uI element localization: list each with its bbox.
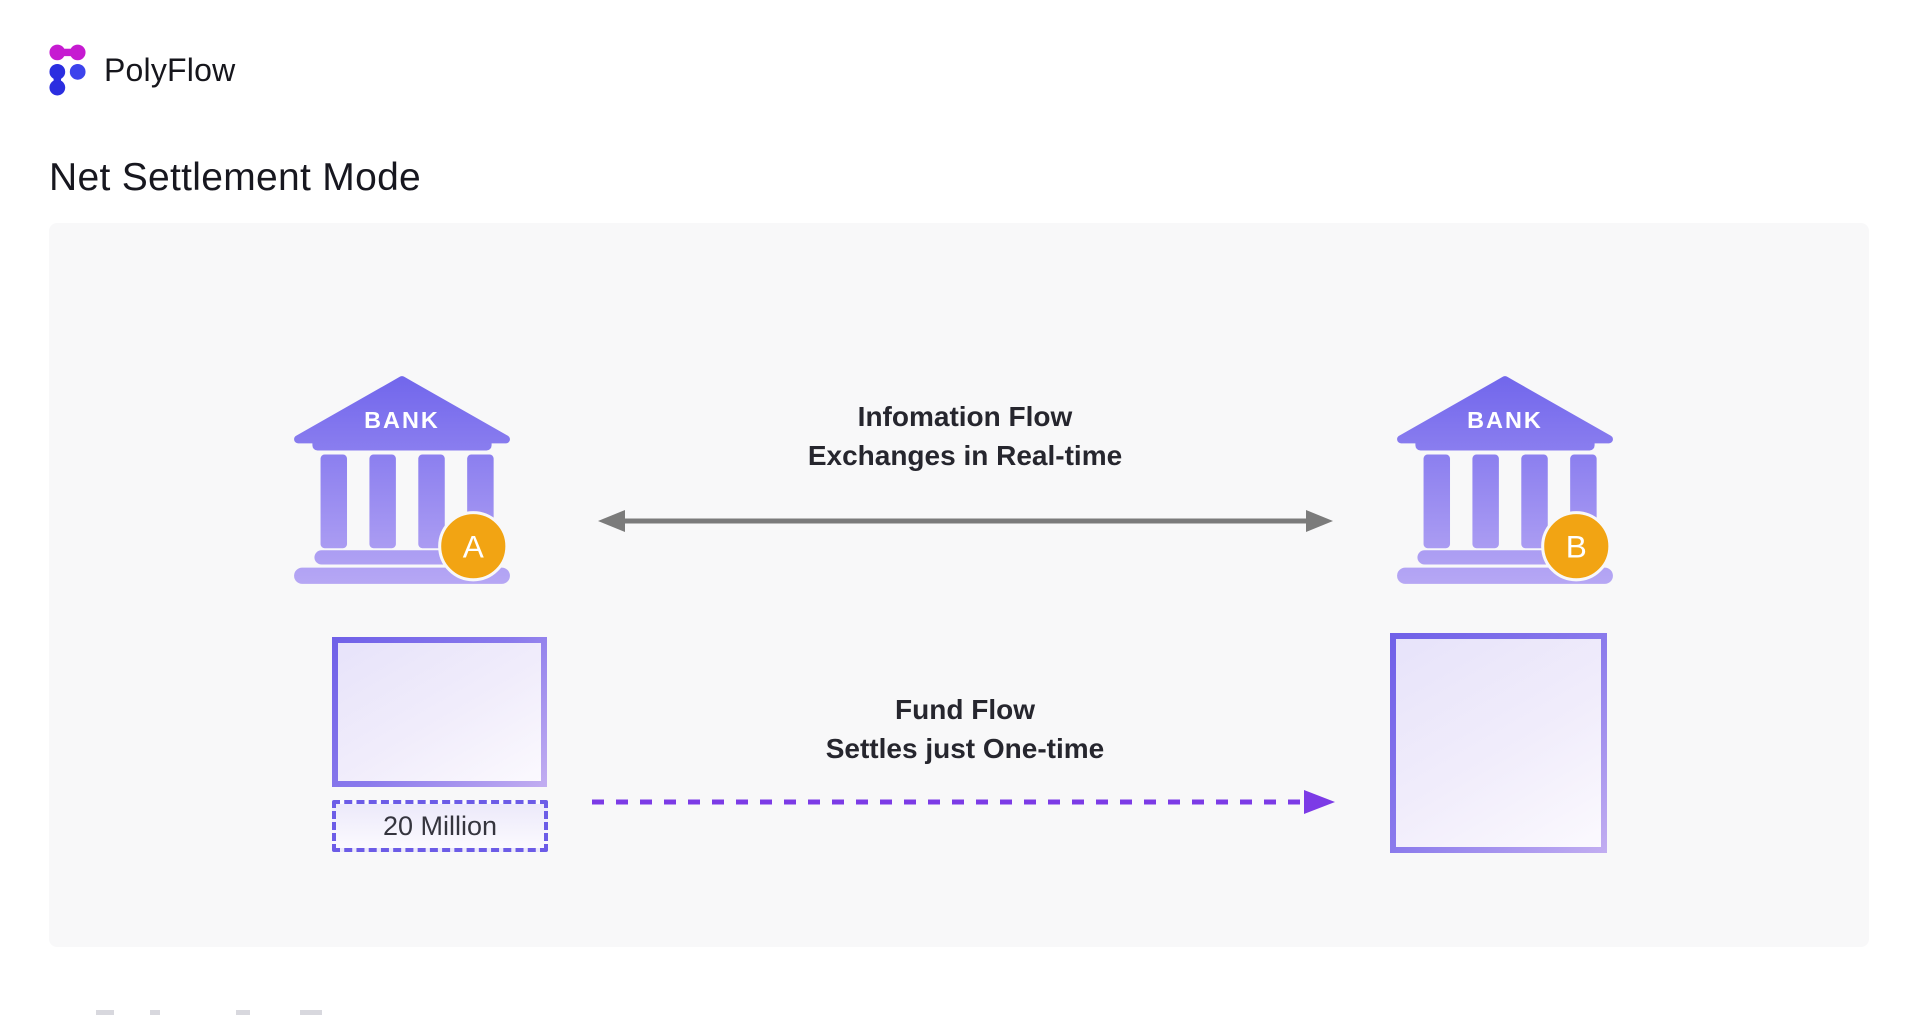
bank-b-badge-letter: B (1566, 528, 1587, 564)
bank-a-badge-circle (438, 511, 509, 582)
page-title: Net Settlement Mode (49, 156, 422, 199)
fund-square-a (332, 637, 547, 787)
amount-box: 20 Million (332, 800, 548, 852)
fund-square-b (1390, 633, 1607, 853)
polyflow-logo-icon (49, 44, 86, 96)
bank-a-label: BANK (364, 407, 440, 433)
clipped-next-section-text (0, 1010, 500, 1016)
brand-name: PolyFlow (104, 51, 236, 88)
bank-b-label: BANK (1467, 407, 1543, 433)
bank-b-badge-circle (1541, 511, 1612, 582)
fund-flow-arrow-icon (592, 790, 1335, 814)
info-flow-line1: Infomation Flow (857, 401, 1073, 432)
brand-logo: PolyFlow (49, 44, 235, 96)
info-flow-arrow-icon (598, 510, 1333, 532)
bank-icon-b: BANK B (1397, 376, 1613, 584)
bank-a-badge-letter: A (463, 528, 484, 564)
info-flow-line2: Exchanges in Real-time (807, 440, 1123, 471)
fund-flow-line1: Fund Flow (895, 694, 1035, 725)
fund-square-a-fill (338, 643, 541, 781)
amount-label: 20 Million (382, 810, 498, 841)
fund-flow-label: Fund Flow Settles just One-time (645, 690, 1285, 768)
fund-square-b-fill (1396, 639, 1601, 847)
diagram-panel: BANK A BANK (49, 223, 1869, 947)
fund-flow-line2: Settles just One-time (825, 733, 1105, 764)
bank-icon-a: BANK A (294, 376, 510, 584)
info-flow-label: Infomation Flow Exchanges in Real-time (645, 397, 1285, 475)
